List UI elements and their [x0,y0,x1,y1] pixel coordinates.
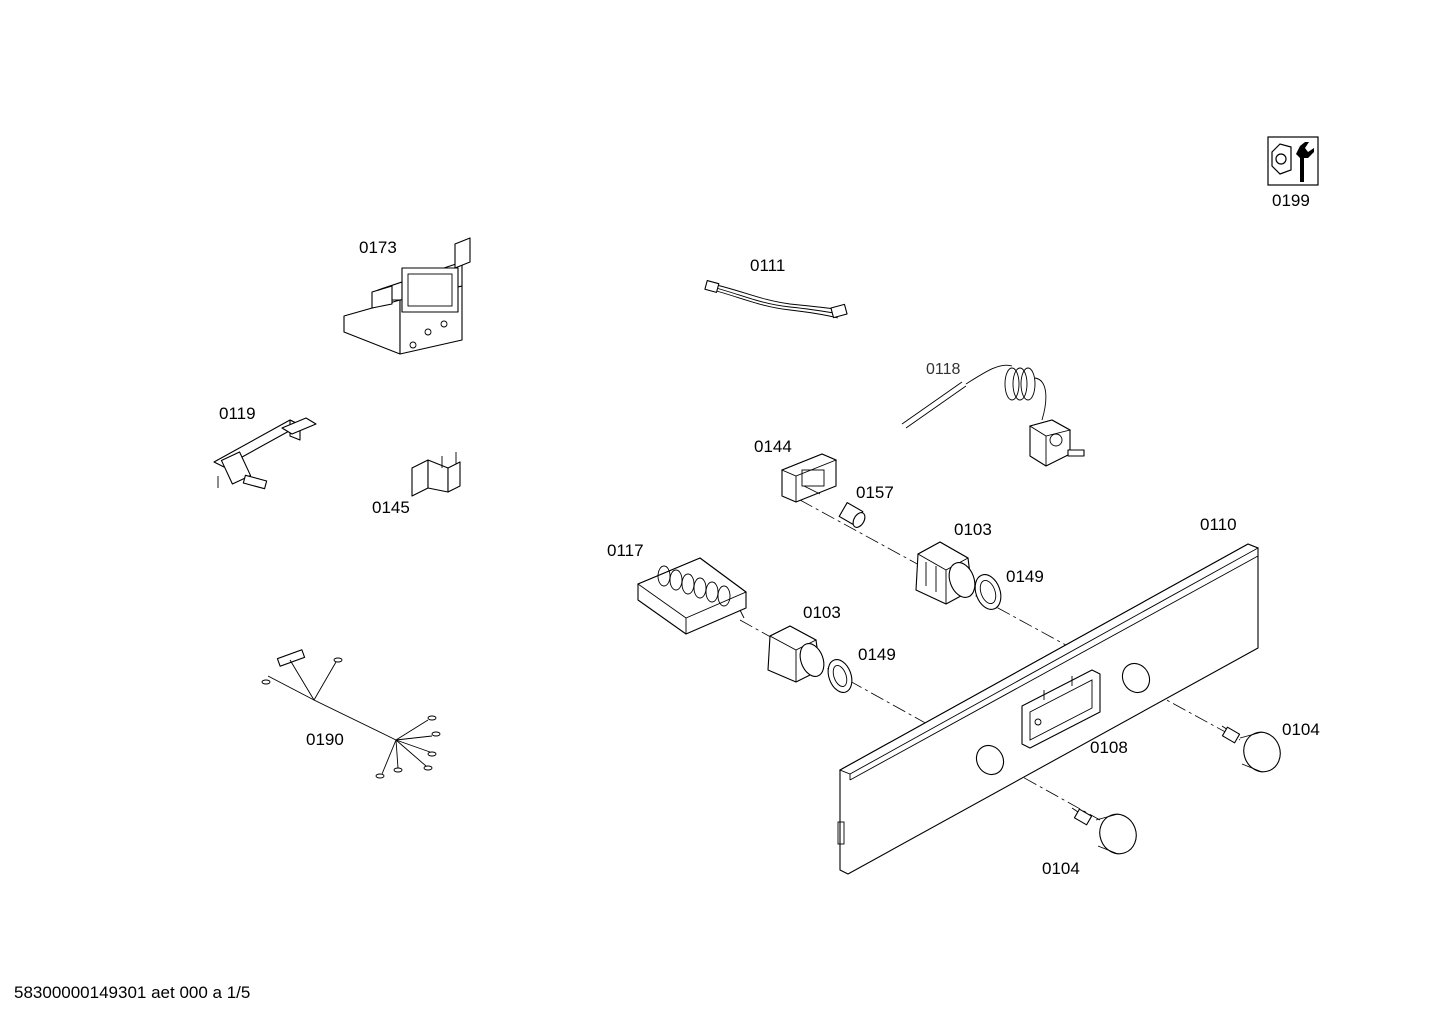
label-0103-lower: 0103 [803,603,841,622]
control-knob-right-part[interactable] [1221,725,1286,777]
label-0104-right: 0104 [1282,720,1320,739]
spring-clip-part[interactable] [411,452,461,497]
mounting-ring-lower-part[interactable] [824,656,856,695]
display-module-part[interactable] [1021,669,1101,749]
label-0144: 0144 [754,437,792,456]
label-0149-upper: 0149 [1006,567,1044,586]
electronic-module-part[interactable] [343,237,471,355]
label-0190: 0190 [306,730,344,749]
rotary-switch-lower-part[interactable] [767,625,828,683]
label-0119: 0119 [219,404,256,423]
label-0149-lower: 0149 [858,645,896,664]
label-0108: 0108 [1090,738,1128,757]
label-0199: 0199 [1272,191,1310,210]
ribbon-cable-part[interactable] [704,280,848,319]
wiring-harness-part[interactable] [261,649,441,779]
label-0111: 0111 [750,256,785,275]
label-0117: 0117 [607,541,644,560]
mounting-ring-upper-part[interactable] [971,571,1006,613]
rotary-switch-upper-part[interactable] [915,541,979,605]
label-0104-lower: 0104 [1042,859,1080,878]
document-id-footer: 58300000149301 aet 000 a 1/5 [14,983,250,1002]
mounting-bracket-part[interactable] [213,417,317,490]
label-0103-upper: 0103 [954,520,992,539]
label-0173: 0173 [359,238,397,257]
selector-switch-part[interactable] [637,557,747,635]
label-0118: 0118 [926,361,961,378]
thermostat-part[interactable] [901,364,1085,467]
tool-kit-icon[interactable] [1267,136,1319,186]
assembly-axis-upper [799,499,1241,741]
label-0110: 0110 [1200,515,1237,534]
indicator-lamp-part[interactable] [838,502,867,530]
control-knob-lower-part[interactable] [1071,807,1142,859]
label-0157: 0157 [856,483,894,502]
label-0145: 0145 [372,498,410,517]
lamp-holder-part[interactable] [780,453,838,503]
